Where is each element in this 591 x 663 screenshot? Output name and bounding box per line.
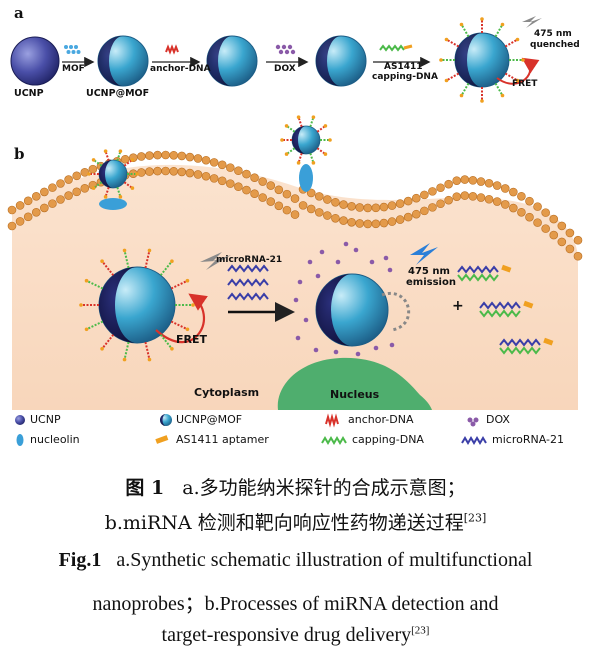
ucnp-mof-particle bbox=[97, 35, 149, 87]
step-as1411-label: AS1411 bbox=[384, 62, 423, 72]
legend-dox-icon bbox=[467, 417, 479, 427]
anchor-dna-icon bbox=[165, 44, 179, 55]
ucnp-dox-particle bbox=[315, 35, 367, 87]
caption-en-text3: target-responsive drug delivery bbox=[161, 624, 412, 646]
lightning-icon-b1 bbox=[200, 252, 231, 270]
legend-nucleolin-icon bbox=[16, 434, 24, 446]
legend-ucnp-icon bbox=[15, 415, 25, 425]
membrane-probe-right bbox=[291, 125, 321, 192]
step-mof-label: MOF bbox=[62, 64, 85, 74]
mof-dots-icon bbox=[64, 45, 81, 54]
legend-capping: capping-DNA bbox=[352, 433, 424, 446]
lightning-icon-a bbox=[522, 16, 542, 28]
caption-cn-fig: 图 1 bbox=[125, 477, 165, 499]
legend-ucnp-mof-icon bbox=[160, 414, 172, 426]
step-capping-label: capping-DNA bbox=[372, 72, 438, 82]
cytoplasm-label: Cytoplasm bbox=[194, 386, 260, 399]
fret-label-a: FRET bbox=[512, 79, 538, 89]
microrna-strands bbox=[227, 264, 269, 301]
caption-en-line2: nanoprobes；b.Processes of miRNA detectio… bbox=[92, 593, 499, 615]
caption-en-text1: a.Synthetic schematic illustration of mu… bbox=[116, 549, 533, 571]
ucnp-anchor-particle bbox=[206, 35, 258, 87]
caption-en-line3: target-responsive drug delivery[23] bbox=[0, 624, 591, 647]
caption-cn-text2: b.miRNA 检测和靶向响应性药物递送过程 bbox=[104, 512, 464, 534]
quenched-line2: quenched bbox=[530, 40, 580, 50]
legend-anchor: anchor-DNA bbox=[348, 413, 414, 426]
fret-arrow-a bbox=[496, 57, 540, 85]
legend-nucleolin: nucleolin bbox=[30, 433, 80, 446]
quenched-line1: 475 nm bbox=[534, 29, 572, 39]
caption-cn-text1: a.多功能纳米探针的合成示意图； bbox=[182, 477, 466, 499]
big-probe-right bbox=[315, 273, 389, 347]
duplex-strands bbox=[457, 265, 541, 355]
fret-label-b: FRET bbox=[176, 333, 208, 346]
legend-microrna: microRNA-21 bbox=[492, 433, 564, 446]
dox-dots-icon bbox=[275, 44, 296, 55]
caption-cn-ref: [23] bbox=[463, 511, 487, 525]
legend-microrna-icon bbox=[461, 436, 487, 445]
emission-circle bbox=[381, 291, 411, 332]
legend-dox: DOX bbox=[486, 413, 510, 426]
duplex-aptamer-tips bbox=[501, 264, 554, 346]
capping-dna-icon bbox=[379, 44, 405, 52]
caption-en-line1: Fig.1 a.Synthetic schematic illustration… bbox=[0, 549, 591, 572]
lightning-icon-b2 bbox=[410, 243, 438, 265]
legend-ucnp: UCNP bbox=[30, 413, 61, 426]
big-probe-left bbox=[98, 266, 176, 344]
nucleus-label: Nucleus bbox=[330, 388, 380, 401]
caption-cn-line1: 图 1 a.多功能纳米探针的合成示意图； bbox=[0, 473, 591, 500]
legend-aptamer: AS1411 aptamer bbox=[176, 433, 269, 446]
emission-line2: emission bbox=[406, 277, 456, 288]
emission-line1: 475 nm bbox=[408, 266, 450, 277]
panel-a-label: a bbox=[14, 4, 24, 22]
microrna-label: microRNA-21 bbox=[216, 255, 283, 265]
ucnp-particle bbox=[10, 36, 60, 86]
legend-capping-icon bbox=[321, 436, 347, 445]
nucleus-region bbox=[277, 357, 432, 410]
step-anchor-label: anchor-DNA bbox=[150, 64, 211, 74]
released-dox bbox=[293, 241, 395, 357]
legend-ucnp-mof: UCNP@MOF bbox=[176, 413, 243, 426]
ucnp-mof-label: UCNP@MOF bbox=[86, 88, 150, 99]
caption-en-fig: Fig.1 bbox=[58, 549, 102, 571]
ucnp-label: UCNP bbox=[14, 88, 44, 99]
cytoplasm-region bbox=[12, 164, 578, 410]
step-dox-label: DOX bbox=[274, 64, 296, 74]
final-nanoprobe-particle bbox=[454, 32, 510, 88]
legend-aptamer-icon bbox=[155, 435, 169, 444]
caption-cn-line2: b.miRNA 检测和靶向响应性药物递送过程[23] bbox=[0, 508, 591, 535]
legend-anchor-icon bbox=[325, 413, 339, 428]
caption-en-ref: [23] bbox=[411, 624, 430, 637]
plus-sign: + bbox=[452, 298, 464, 314]
probe-spikes bbox=[79, 17, 525, 362]
panel-b-label: b bbox=[14, 145, 25, 163]
fret-arrow-b bbox=[155, 293, 208, 344]
